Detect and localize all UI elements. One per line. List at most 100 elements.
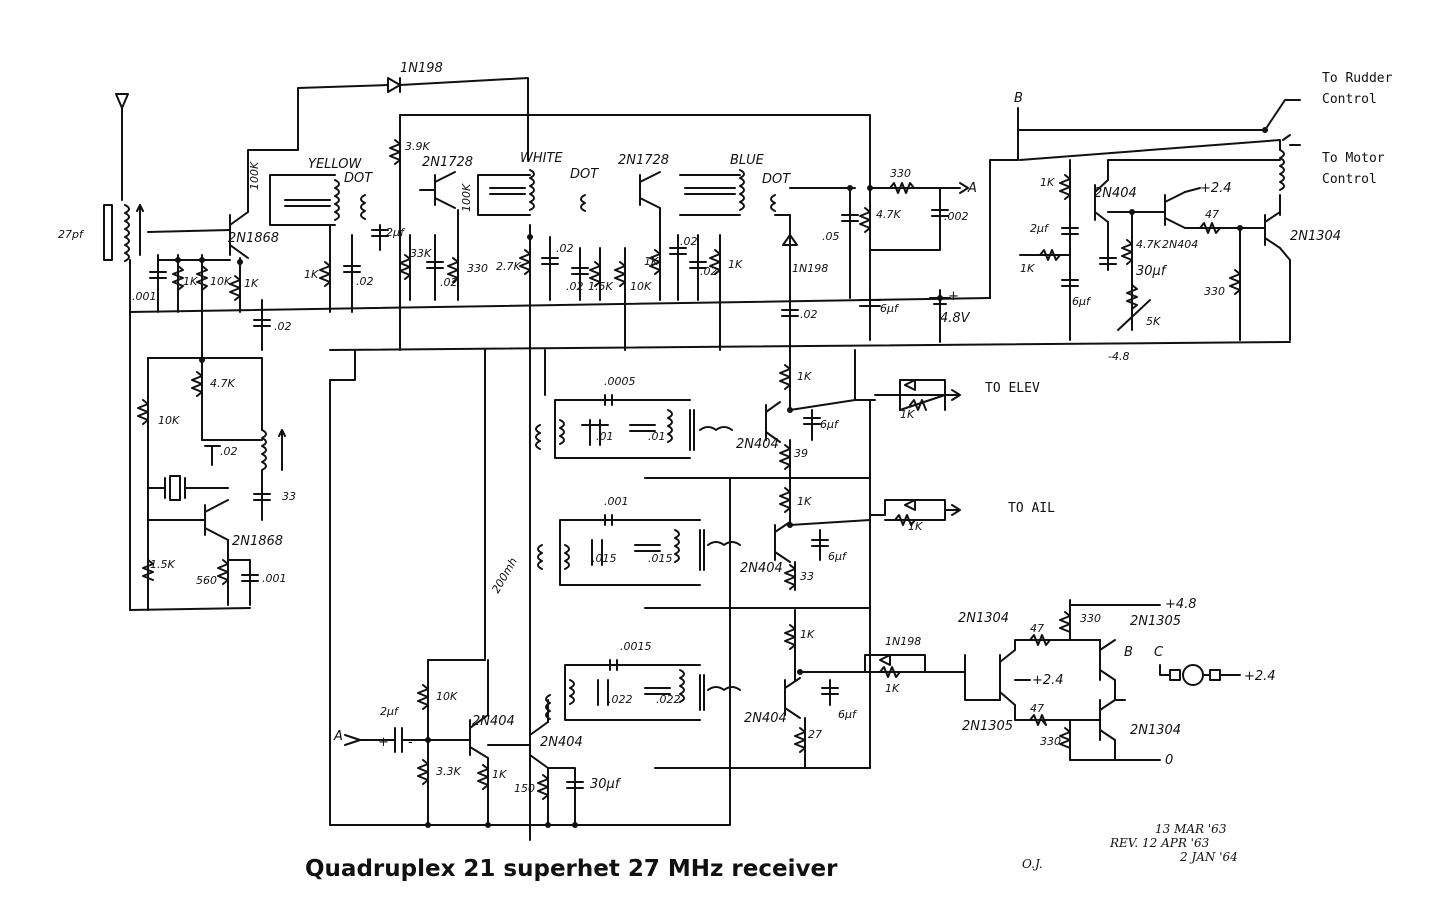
mot-transistor-label: 2N404	[1162, 238, 1198, 251]
c01a-label: .01	[596, 430, 614, 443]
l200-label: 200mh	[489, 555, 520, 595]
c27-label: 27pf	[58, 228, 85, 241]
r150-label: 150	[514, 782, 535, 795]
b-rail: B	[989, 91, 1266, 299]
c0015-label: .0015	[620, 640, 652, 653]
node-b-top: B	[1014, 91, 1023, 106]
c001b-label: .001	[262, 572, 287, 585]
r33kb-label: 3.3K	[436, 765, 461, 778]
elev-transistor-label: 2N404	[736, 437, 779, 452]
r47kc-label: 4.7K	[1136, 238, 1161, 251]
ground-rail-top	[129, 297, 991, 313]
c02e-label: .02	[566, 280, 584, 293]
out-q1-label: 2N1304	[958, 611, 1009, 626]
c01b-label: .01	[648, 430, 666, 443]
r100k-b-label: 100K	[460, 183, 473, 212]
motor-channel: .0015 .022 .022 2N404 1K 6µf 27 1N198 1K	[545, 609, 966, 769]
plus24-motor: +2.4	[1200, 181, 1232, 196]
blue-label: BLUE	[730, 153, 765, 168]
c022a-label: .022	[608, 693, 633, 706]
c02i-label: .02	[220, 445, 238, 458]
battery: + 4.8V	[929, 289, 971, 343]
r10ka-label: 10K	[210, 275, 232, 288]
bottom-rail	[329, 349, 731, 826]
c30uf-label: 30µf	[1136, 264, 1168, 279]
node-b-bottom: B	[1124, 645, 1133, 660]
c6ufe-label: 6µf	[838, 708, 858, 721]
antenna	[115, 93, 129, 201]
node-a-bottom: A	[333, 729, 343, 744]
r47b-label: 47	[1030, 622, 1044, 635]
c6ufd-label: 6µf	[828, 550, 848, 563]
rudder-line1: To Rudder	[1322, 71, 1393, 86]
r1kl-label: 1K	[800, 628, 815, 641]
white-if-transformer: WHITE DOT	[477, 151, 599, 216]
c2ufc-label: 2µf	[380, 705, 400, 718]
node-a-top: A	[967, 181, 977, 196]
amp2-transistor-label: 2N404	[540, 735, 583, 750]
ail-transistor-label: 2N404	[740, 561, 783, 576]
r1kn-label: 1K	[492, 768, 507, 781]
c02d-label: .02	[556, 242, 574, 255]
c2ufb-label: 2µf	[1030, 222, 1050, 235]
r27-label: 27	[808, 728, 822, 741]
r1kh-label: 1K	[797, 370, 812, 383]
c02f-label: .02	[680, 235, 698, 248]
node-c-bottom: C	[1154, 645, 1164, 660]
r1ka-label: 1K	[183, 275, 198, 288]
ail-channel: 200mh .001 .015 .015 2N404 1K 6µf 33 1K …	[489, 469, 1055, 609]
audio-amp: A 2µf + - 10K 3.3K 2N404 1K 2N404 150 30…	[333, 659, 622, 828]
c6ufc-label: 6µf	[820, 418, 840, 431]
r330b-label: 330	[890, 167, 911, 180]
r10kb-label: 10K	[630, 280, 652, 293]
minus48-label: -4.8	[1108, 350, 1129, 363]
motor-line1: To Motor	[1322, 151, 1385, 166]
r47k-label: 4.7K	[876, 208, 901, 221]
r47c-label: 47	[1030, 702, 1044, 715]
out-q2-label: 2N1305	[1130, 614, 1181, 629]
svg-text:+: +	[948, 289, 959, 304]
motor-transistor-a-label: 2N404	[1094, 186, 1137, 201]
r1kj-label: 1K	[797, 495, 812, 508]
r10kd-label: 10K	[436, 690, 458, 703]
rf-transistor: 2N1868	[228, 84, 389, 259]
r1kg-label: 1K	[1020, 262, 1035, 275]
svg-text:-: -	[408, 735, 413, 750]
motor-transistor-c: 2N1304	[1264, 211, 1341, 341]
r15kb-label: 1.5K	[150, 558, 175, 571]
date-2: REV. 12 APR '63	[1109, 836, 1210, 850]
r39-label: 39	[794, 447, 808, 460]
white-dot-label: DOT	[570, 167, 599, 182]
r330a-label: 330	[467, 262, 488, 275]
amp1-transistor-label: 2N404	[472, 714, 515, 729]
r10kc-label: 10K	[158, 414, 180, 427]
c002-label: .002	[944, 210, 969, 223]
c02a-label: .02	[274, 320, 292, 333]
c0005-label: .0005	[604, 375, 636, 388]
c2uf-label: 2µf	[386, 226, 406, 239]
antenna-coil: 27pf	[58, 204, 144, 262]
blue-if-transformer: BLUE DOT	[679, 153, 791, 216]
white-label: WHITE	[520, 151, 563, 166]
blue-dot-label: DOT	[762, 172, 791, 187]
yellow-label: YELLOW	[308, 157, 362, 172]
r5k-label: 5K	[1146, 315, 1161, 328]
rf-transistor-label: 2N1868	[228, 231, 279, 246]
c33-label: 33	[282, 490, 296, 503]
motor-transistor-a: 2N404	[1094, 159, 1281, 223]
if1-transistor-label: 2N1728	[422, 155, 473, 170]
plus48-label: +4.8	[1165, 597, 1197, 612]
r330e-label: 330	[1040, 735, 1061, 748]
c02c-label: .02	[440, 276, 458, 289]
plus24-bridge: +2.4	[1032, 673, 1064, 688]
plus24-servo: +2.4	[1244, 669, 1276, 684]
negative-rail	[329, 341, 1291, 351]
c001a-label: .001	[132, 290, 157, 303]
motor-line2: Control	[1322, 172, 1377, 187]
out-q3-label: 2N1305	[962, 719, 1013, 734]
top-diode: 1N198	[387, 61, 529, 161]
r1kf-label: 1K	[1040, 176, 1055, 189]
r1ke-label: 1K	[728, 258, 743, 271]
detector-diode-label: 1N198	[792, 262, 828, 275]
